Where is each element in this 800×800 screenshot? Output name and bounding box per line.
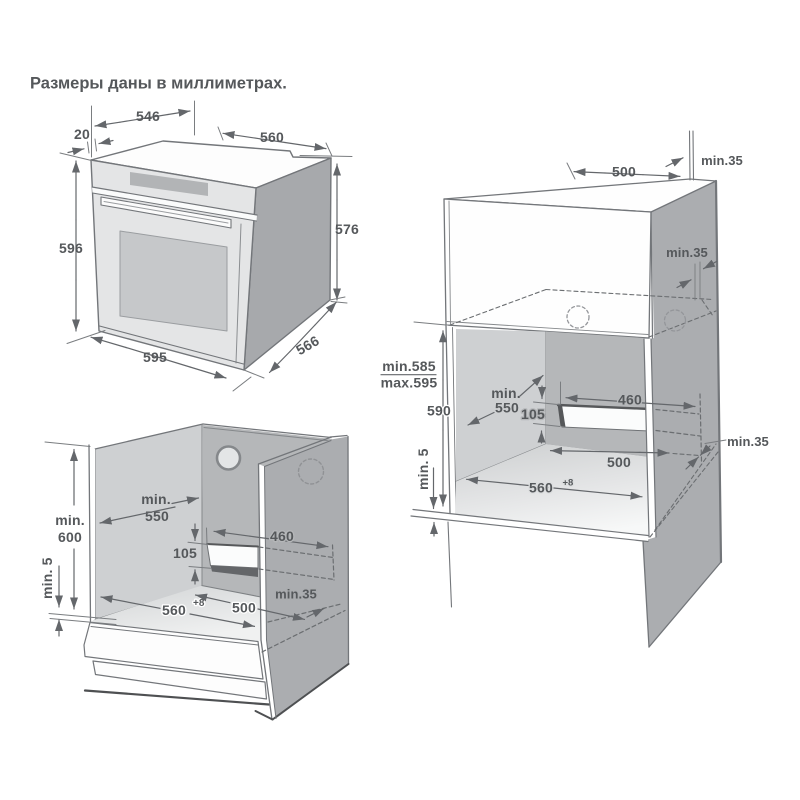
svg-text:Размеры даны в миллиметрах.: Размеры даны в миллиметрах. xyxy=(30,75,287,93)
svg-text:460: 460 xyxy=(270,528,294,544)
svg-text:min.: min. xyxy=(141,491,171,507)
svg-text:546: 546 xyxy=(136,108,160,124)
svg-text:min.585: min.585 xyxy=(382,358,436,374)
svg-text:20: 20 xyxy=(74,126,90,142)
svg-text:105: 105 xyxy=(521,406,545,422)
svg-text:min.35: min.35 xyxy=(727,434,769,449)
svg-text:500: 500 xyxy=(232,600,256,616)
svg-text:min.: min. xyxy=(491,385,521,401)
svg-text:+8: +8 xyxy=(193,598,205,609)
svg-text:min.35: min.35 xyxy=(666,245,708,260)
svg-text:min. 5: min. 5 xyxy=(415,448,431,490)
svg-text:596: 596 xyxy=(59,240,83,256)
svg-text:min.35: min.35 xyxy=(701,153,743,168)
svg-text:550: 550 xyxy=(495,400,519,416)
svg-text:+8: +8 xyxy=(563,478,574,489)
svg-text:600: 600 xyxy=(58,529,82,545)
svg-text:500: 500 xyxy=(612,164,636,180)
svg-text:min. 5: min. 5 xyxy=(39,557,55,599)
svg-text:595: 595 xyxy=(143,349,167,365)
svg-text:500: 500 xyxy=(607,454,631,470)
svg-text:560: 560 xyxy=(529,480,553,496)
svg-text:min.35: min.35 xyxy=(275,587,317,602)
svg-text:560: 560 xyxy=(260,129,284,145)
svg-text:105: 105 xyxy=(173,545,197,561)
svg-text:460: 460 xyxy=(618,392,642,408)
svg-text:590: 590 xyxy=(427,403,451,419)
svg-text:576: 576 xyxy=(335,221,359,237)
svg-text:560: 560 xyxy=(162,602,186,618)
svg-text:max.595: max.595 xyxy=(381,375,438,391)
svg-text:min.: min. xyxy=(55,512,85,528)
